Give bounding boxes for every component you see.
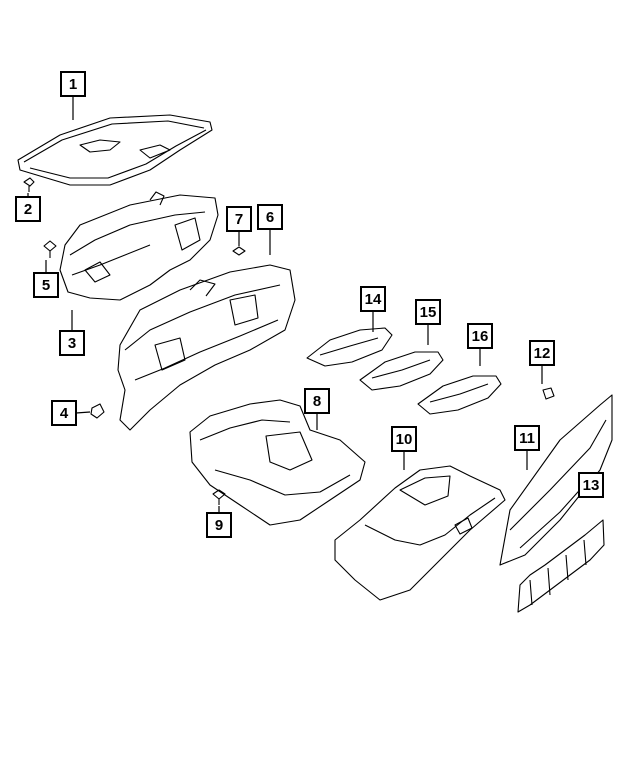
callout-14: 14: [360, 286, 386, 312]
part-6-dash-insulator: [117, 264, 296, 431]
callout-12: 12: [529, 340, 555, 366]
callout-10: 10: [391, 426, 417, 452]
part-15-carpet-pad: [359, 351, 444, 391]
part-16-carpet-pad: [417, 375, 502, 415]
callout-7: 7: [226, 206, 252, 232]
callout-1: 1: [60, 71, 86, 97]
callout-16: 16: [467, 323, 493, 349]
part-10-rear-floor-silencer: [334, 465, 506, 601]
part-9-clip: [212, 489, 226, 505]
callout-4: 4: [51, 400, 77, 426]
callout-9: 9: [206, 512, 232, 538]
callout-5: 5: [33, 272, 59, 298]
callout-15: 15: [415, 299, 441, 325]
leader-lines: [27, 97, 543, 512]
part-7-fastener: [232, 246, 246, 256]
part-3-dash-silencer: [59, 191, 219, 301]
callout-2: 2: [15, 196, 41, 222]
callout-8: 8: [304, 388, 330, 414]
part-12-fastener: [542, 387, 555, 400]
part-5-push-pin: [43, 240, 57, 258]
part-1-headliner: [17, 114, 213, 186]
part-4-plug: [90, 403, 105, 419]
part-8-front-floor-silencer: [189, 399, 366, 526]
callout-3: 3: [59, 330, 85, 356]
callout-13: 13: [578, 472, 604, 498]
part-2-clip: [23, 177, 35, 192]
callout-6: 6: [257, 204, 283, 230]
callout-11: 11: [514, 425, 540, 451]
part-13-rear-floor-insulator: [517, 519, 605, 613]
part-14-carpet-pad: [306, 327, 393, 367]
